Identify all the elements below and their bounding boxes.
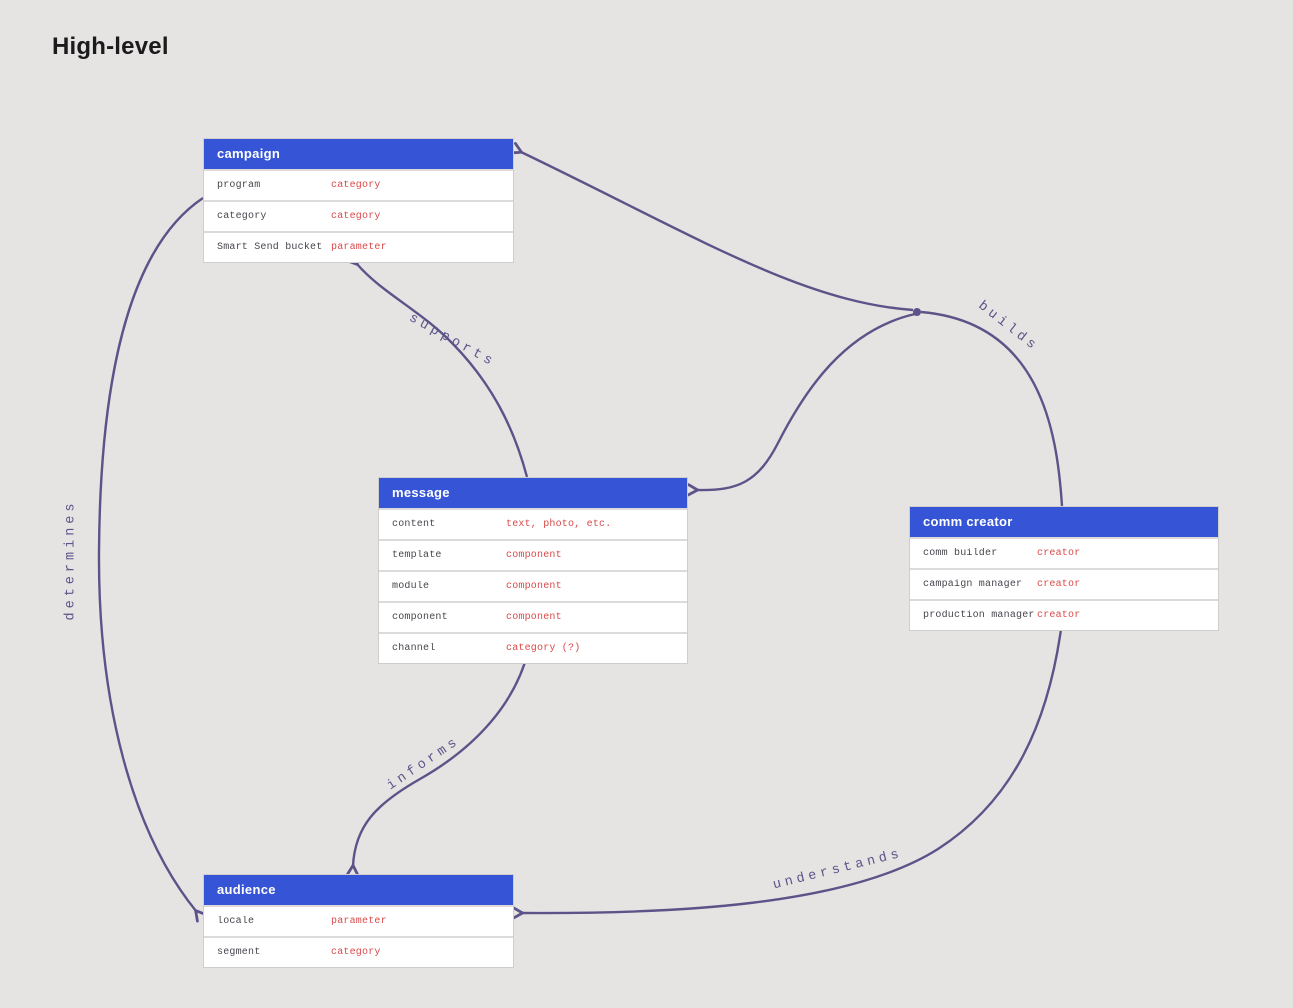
row-label: Smart Send bucket — [217, 242, 323, 253]
table-row: channel category (?) — [379, 632, 687, 663]
table-row: category category — [204, 200, 513, 231]
row-value: creator — [1037, 579, 1081, 590]
junction-dot — [913, 308, 921, 316]
row-value: component — [506, 550, 562, 561]
table-row: content text, photo, etc. — [379, 508, 687, 539]
edge-builds-to-campaign[interactable] — [509, 142, 914, 312]
table-row: module component — [379, 570, 687, 601]
edge-builds-to-message[interactable] — [686, 312, 916, 497]
edge-builds-stem[interactable] — [920, 310, 1064, 507]
row-label: content — [392, 519, 436, 530]
row-value: text, photo, etc. — [506, 519, 612, 530]
page-title: High-level — [52, 33, 169, 60]
table-row: template component — [379, 539, 687, 570]
entity-header: message — [379, 478, 687, 508]
row-label: comm builder — [923, 548, 998, 559]
row-value: category — [331, 211, 381, 222]
row-label: module — [392, 581, 430, 592]
entity-comm-creator[interactable]: comm creator comm builder creator campai… — [909, 506, 1219, 631]
row-value: component — [506, 612, 562, 623]
row-value: parameter — [331, 242, 387, 253]
row-value: category — [331, 180, 381, 191]
table-row: comm builder creator — [910, 537, 1218, 568]
edge-label-determines[interactable]: determines — [63, 499, 79, 621]
table-row: production manager creator — [910, 599, 1218, 630]
edge-understands[interactable] — [511, 621, 1064, 920]
entity-header: comm creator — [910, 507, 1218, 537]
entity-header: campaign — [204, 139, 513, 169]
row-label: program — [217, 180, 261, 191]
row-label: template — [392, 550, 442, 561]
row-label: locale — [217, 916, 255, 927]
table-row: campaign manager creator — [910, 568, 1218, 599]
edge-supports[interactable] — [345, 252, 529, 478]
entity-message[interactable]: message content text, photo, etc. templa… — [378, 477, 688, 664]
row-value: component — [506, 581, 562, 592]
table-row: Smart Send bucket parameter — [204, 231, 513, 262]
table-row: locale parameter — [204, 905, 513, 936]
row-value: creator — [1037, 548, 1081, 559]
edge-determines[interactable] — [97, 197, 207, 923]
row-value: creator — [1037, 610, 1081, 621]
row-label: component — [392, 612, 448, 623]
entity-campaign[interactable]: campaign program category category categ… — [203, 138, 514, 263]
table-row: program category — [204, 169, 513, 200]
row-label: segment — [217, 947, 261, 958]
table-row: component component — [379, 601, 687, 632]
row-value: category (?) — [506, 643, 581, 654]
row-label: production manager — [923, 610, 1035, 621]
row-value: parameter — [331, 916, 387, 927]
row-label: category — [217, 211, 267, 222]
row-label: campaign manager — [923, 579, 1023, 590]
edge-informs[interactable] — [345, 651, 530, 877]
table-row: segment category — [204, 936, 513, 967]
entity-header: audience — [204, 875, 513, 905]
row-label: channel — [392, 643, 436, 654]
row-value: category — [331, 947, 381, 958]
entity-audience[interactable]: audience locale parameter segment catego… — [203, 874, 514, 968]
